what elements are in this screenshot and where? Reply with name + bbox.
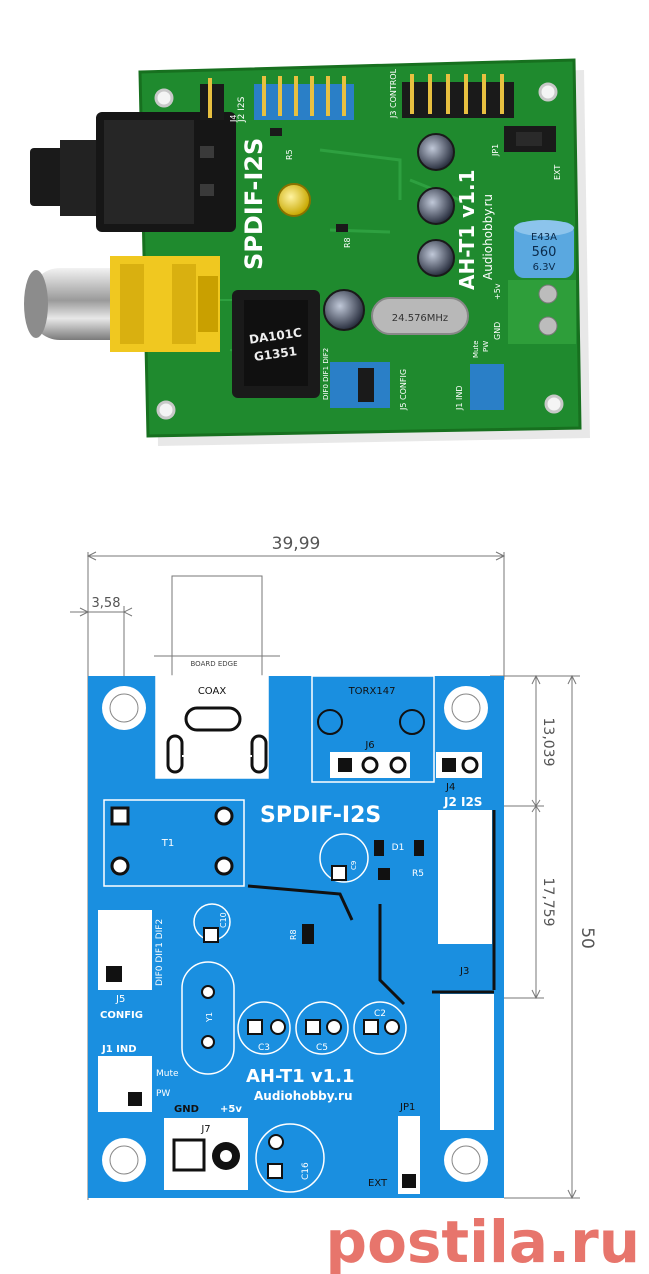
dim-offset: 3,58 [92, 596, 121, 611]
j6-label: J6 [364, 740, 374, 751]
r5-ref: R5 [412, 869, 424, 879]
j7-ref: J7 [200, 1124, 210, 1135]
layout-mounting-holes [102, 686, 488, 1182]
y1-ref: Y1 [205, 1012, 214, 1023]
big-capacitor: E43A 560 6.3V [514, 220, 574, 278]
dim-height: 50 [577, 927, 597, 949]
dimension-lines [70, 551, 580, 1200]
plus5v-ref: +5v [220, 1104, 242, 1115]
j5-header [98, 910, 152, 990]
c2-ref: C2 [374, 1009, 386, 1019]
pcb-photo: DA101C G1351 [24, 58, 590, 446]
photo-site: Audiohobby.ru [481, 194, 495, 280]
dim-width: 39,99 [272, 534, 321, 554]
jp1-ref: JP1 [399, 1102, 415, 1113]
torx-footprint [311, 675, 435, 783]
j5-ref: J5 [115, 994, 125, 1005]
coax-footprint [155, 675, 269, 779]
coax-label: COAX [198, 686, 227, 697]
layout-board [88, 676, 504, 1198]
photo-j1ind: J1 IND [455, 386, 464, 412]
d1-ref: D1 [392, 843, 405, 853]
header-j1 [470, 364, 504, 410]
layout-title: SPDIF-I2S [260, 803, 381, 828]
rca-connector [24, 256, 220, 352]
ext-ref: EXT [368, 1178, 388, 1189]
photo-dif: DIF0 DIF1 DIF2 [322, 348, 330, 400]
photo-r8: R8 [343, 237, 352, 248]
j2-header [438, 810, 492, 944]
smd-part [270, 128, 282, 136]
j3-header [440, 994, 494, 1130]
header-j4 [200, 78, 224, 120]
j2i2s-ref: J2 I2S [443, 795, 482, 809]
photo-j3control: J3 CONTROL [389, 68, 398, 119]
r8-ref: R8 [289, 929, 298, 940]
pw-ref: PW [156, 1089, 170, 1099]
header-j3 [402, 74, 514, 118]
c16-ref: C16 [301, 1162, 311, 1180]
mounting-hole [538, 82, 558, 102]
j7-terminal [164, 1118, 248, 1190]
transformer: DA101C G1351 [232, 290, 320, 398]
c3-ref: C3 [258, 1043, 270, 1053]
mounting-hole [544, 394, 564, 414]
dif-ref: DIF0 DIF1 DIF2 [155, 919, 165, 986]
c5-ref: C5 [316, 1043, 328, 1053]
photo-model: AH-T1 v1.1 [455, 169, 479, 290]
smd-part [336, 224, 348, 232]
photo-pw: PW [482, 341, 490, 352]
photo-ext: EXT [553, 165, 562, 180]
j1-header [98, 1056, 152, 1112]
cap-volt: 6.3V [533, 262, 556, 273]
j1ind-ref: J1 IND [101, 1044, 137, 1055]
c10-ref: C10 [219, 912, 228, 928]
layout-model: AH-T1 v1.1 [246, 1066, 355, 1087]
watermark: postila.ru [326, 1208, 640, 1274]
photo-gnd: GND [493, 322, 502, 340]
header-j2 [254, 76, 354, 120]
j4-header [436, 752, 482, 778]
header-jp1 [504, 126, 556, 152]
board-edge-label: BOARD EDGE [191, 660, 238, 668]
chip-code: G1351 [253, 344, 298, 364]
dim-top: 13,039 [540, 718, 556, 767]
toslink-connector [30, 112, 236, 232]
y1-outline [181, 961, 235, 1075]
photo-jp1: JP1 [491, 144, 500, 157]
t1-ref: T1 [161, 838, 174, 849]
capacitor [277, 133, 455, 331]
j3-ref: J3 [459, 966, 469, 977]
cap-value: 560 [532, 245, 557, 260]
mute-ref: Mute [156, 1069, 179, 1079]
crystal: 24.576MHz [371, 297, 469, 335]
t1-outline [103, 799, 245, 887]
mounting-hole [154, 88, 174, 108]
photo-plus5v: +5v [493, 283, 502, 300]
photo-j2i2s: J2 I2S [237, 96, 247, 123]
header-j5 [330, 362, 390, 408]
photo-title: SPDIF-I2S [240, 138, 268, 270]
photo-r5: R5 [285, 149, 294, 160]
terminal-block [508, 280, 576, 344]
pcb-layout-drawing: 39,99 3,58 50 13,039 17,759 BOARD EDGE C… [70, 534, 597, 1200]
dim-mid: 17,759 [540, 878, 556, 927]
photo-j4: J4 [229, 115, 238, 123]
config-ref: CONFIG [100, 1010, 143, 1021]
layout-site: Audiohobby.ru [254, 1089, 352, 1103]
photo-mute: Mute [472, 340, 480, 358]
cap-label: E43A [531, 232, 557, 243]
crystal-label: 24.576MHz [392, 313, 448, 324]
mounting-hole [156, 400, 176, 420]
gnd-ref: GND [174, 1104, 199, 1115]
jp1-header [398, 1116, 420, 1194]
j4-ref: J4 [445, 782, 455, 793]
torx-label: TORX147 [348, 686, 396, 697]
c9-ref: C9 [350, 861, 358, 870]
watermark-text: postila.ru [326, 1208, 640, 1274]
j6-header [330, 752, 410, 778]
photo-j5config: J5 CONFIG [399, 369, 408, 411]
